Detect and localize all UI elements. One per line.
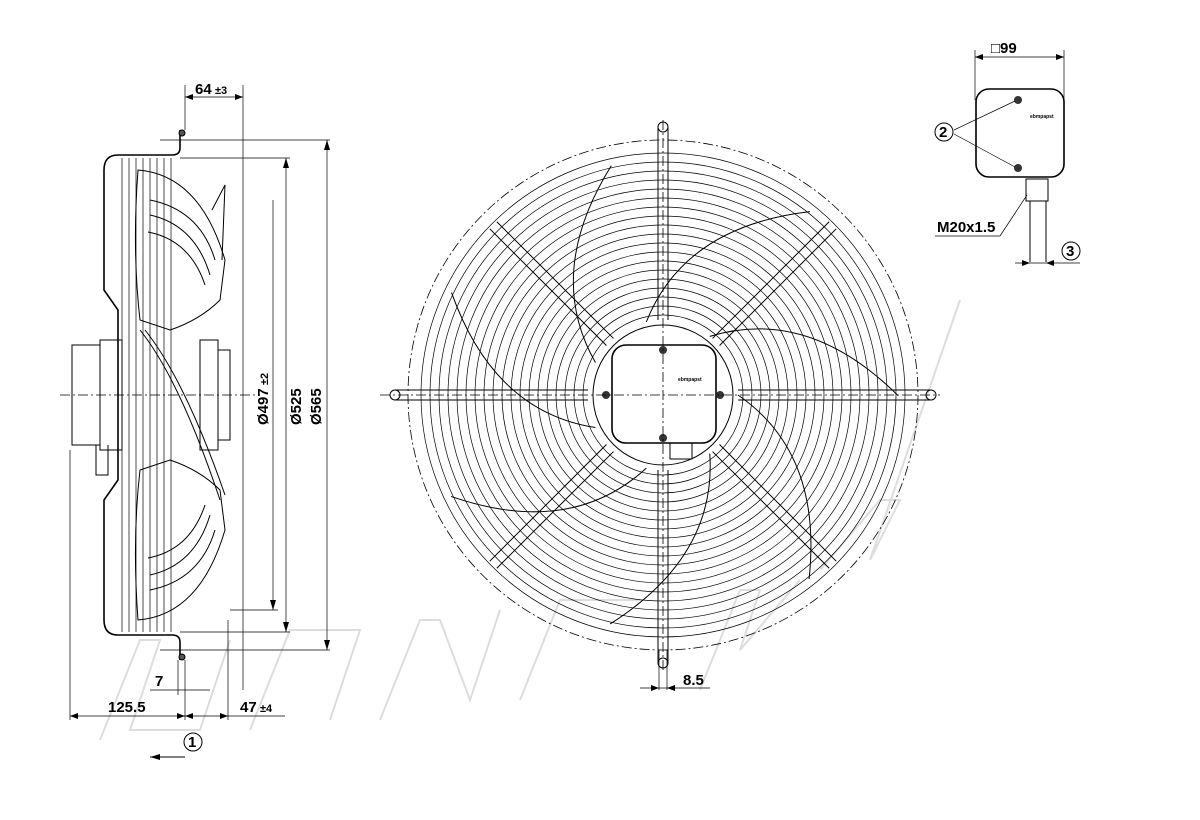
airflow-callout: 1 (188, 734, 196, 751)
guard-spoke (719, 228, 837, 346)
cable-callout: 3 (1066, 243, 1074, 260)
fan-blade (737, 394, 812, 580)
fan-blade (450, 467, 647, 513)
dim-overall-left: 125.5 (108, 699, 146, 716)
dim-depth-top-tol: ±3 (215, 85, 227, 97)
front-view (380, 120, 940, 691)
gland-label: M20x1.5 (937, 219, 995, 236)
dim-right: 47 (240, 699, 257, 716)
dim-d565: Ø565 (308, 388, 325, 425)
guard-spoke (489, 444, 607, 562)
fan-blade (572, 165, 612, 363)
dim-right-tol: ±4 (260, 703, 273, 715)
fan-blade (609, 453, 711, 625)
dim-box-square: □99 (991, 40, 1017, 57)
guard-spoke (712, 451, 830, 569)
fan-blade (645, 211, 811, 323)
dim-slot: 8.5 (683, 672, 704, 689)
box-brand-logo: ebmpapst (1030, 114, 1054, 120)
dim-d497: Ø497 (255, 388, 272, 425)
dim-d525: Ø525 (288, 388, 305, 425)
dim-depth-top: 64 (195, 81, 212, 98)
guard-spoke (719, 444, 837, 562)
watermark (99, 299, 961, 741)
screws-callout: 2 (939, 124, 947, 141)
guard-spoke (496, 451, 614, 569)
guard-spoke (496, 221, 614, 339)
fan-blade (451, 292, 596, 429)
dim-flange: 7 (155, 673, 163, 690)
guard-spoke (489, 228, 607, 346)
side-view (60, 85, 330, 760)
front-brand-logo: ebmpapst (678, 377, 702, 383)
terminal-box (934, 50, 1081, 266)
dim-d497-tol: ±2 (259, 373, 271, 385)
guard-spoke (712, 221, 830, 339)
